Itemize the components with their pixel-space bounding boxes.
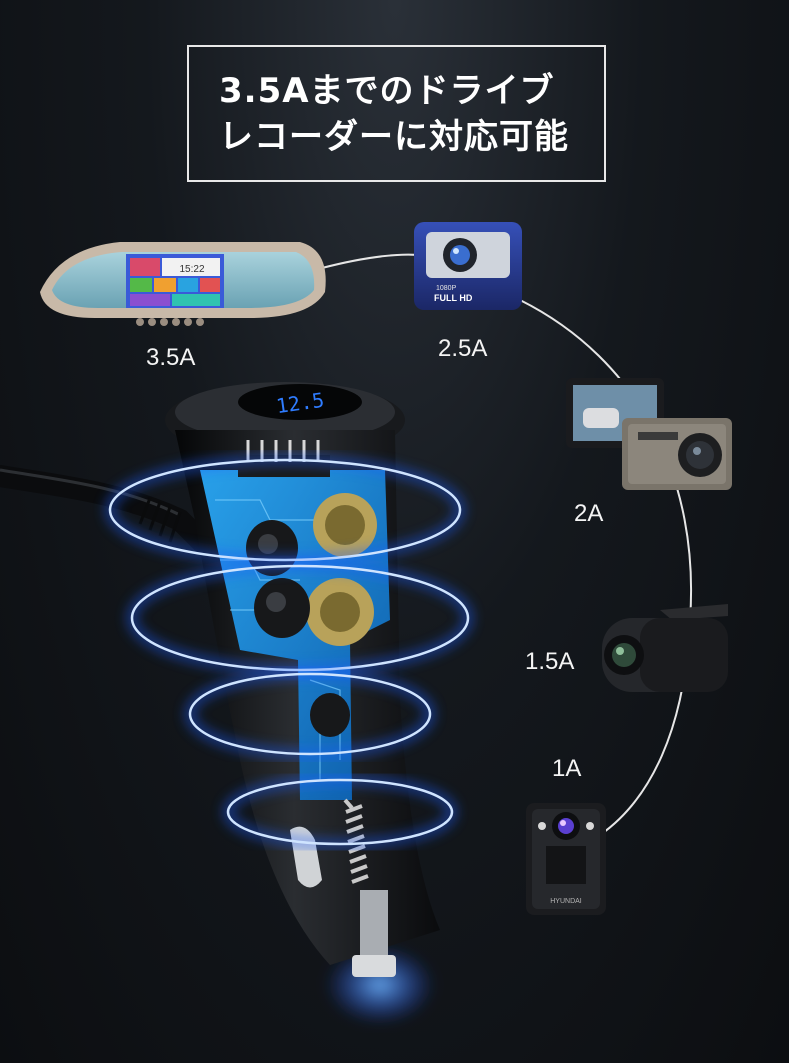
headline-frame: 3.5Aまでのドライブ レコーダーに対応可能 (187, 45, 606, 182)
body-camera-brand: HYUNDAI (550, 898, 582, 905)
mirror-recorder-image: 15:22 (40, 242, 326, 326)
fullhd-dashcam-label-1080p: 1080P (436, 285, 457, 292)
dual-dashcam-image (566, 378, 732, 490)
mirror-recorder-current: 3.5A (146, 344, 196, 371)
mini-dashcam-current: 1.5A (525, 648, 575, 675)
headline-line-2: レコーダーに対応可能 (219, 116, 569, 157)
headline-line-1: 3.5Aまでのドライブ (219, 70, 555, 111)
body-camera-image: HYUNDAI (526, 803, 606, 915)
fullhd-dashcam-label-fullhd: FULL HD (434, 293, 473, 303)
body-camera-current: 1A (552, 755, 582, 782)
mirror-clock: 15:22 (179, 264, 204, 275)
dual-dashcam-current: 2A (574, 500, 604, 527)
glow-rings (105, 455, 473, 849)
car-charger-image: 12.5 (165, 382, 440, 1025)
fullhd-dashcam-current: 2.5A (438, 335, 488, 362)
charger-cable (0, 465, 216, 556)
fullhd-dashcam-image: 1080P FULL HD (414, 222, 522, 310)
mini-dashcam-image (602, 604, 728, 692)
